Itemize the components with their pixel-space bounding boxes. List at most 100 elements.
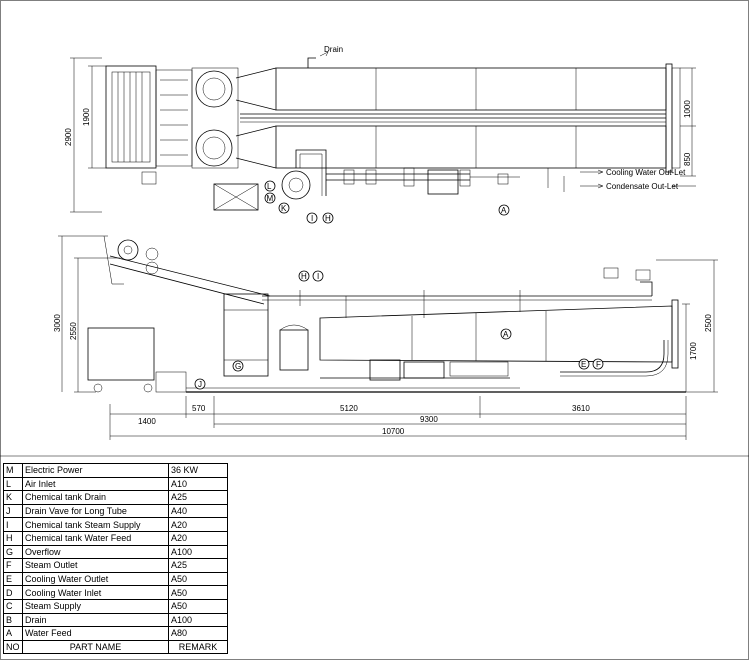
part-no: F [3, 558, 23, 573]
svg-text:A: A [503, 330, 509, 339]
svg-text:H: H [301, 272, 307, 281]
part-name: Drain Vave for Long Tube [22, 503, 169, 519]
part-no: D [3, 585, 23, 600]
elev-dim-left-inner: 2550 [69, 322, 78, 340]
elev-callout-f: F [592, 358, 604, 370]
part-name: Water Feed [22, 626, 169, 641]
part-name: Overflow [22, 544, 169, 560]
part-no: I [3, 517, 23, 532]
plan-dim-overall-height: 2900 [64, 128, 73, 146]
part-name: Electric Power [22, 463, 169, 478]
svg-text:L: L [267, 182, 272, 191]
part-remark: A10 [168, 476, 228, 492]
svg-text:I: I [311, 214, 313, 223]
elev-dim-overall: 10700 [382, 427, 405, 436]
part-remark: A25 [168, 490, 228, 505]
part-remark: A25 [168, 558, 228, 573]
svg-text:K: K [281, 204, 287, 213]
plan-feeder-frame [105, 65, 157, 169]
part-remark: 36 KW [168, 463, 228, 478]
svg-text:H: H [325, 214, 331, 223]
plan-condensate-outlet-label: Condensate Out-Let [606, 182, 679, 191]
plan-cooling-water-outlet-label: Cooling Water Out-Let [606, 168, 686, 177]
plan-callout-h: H [322, 212, 334, 224]
part-no: M [3, 463, 23, 478]
plan-vessel-upper [195, 70, 233, 108]
elev-dim-9300: 9300 [420, 415, 438, 424]
elev-dim-left-height: 3000 [53, 314, 62, 332]
svg-text:J: J [198, 380, 202, 389]
elev-dim-1400: 1400 [138, 417, 156, 426]
part-name: Cooling Water Outlet [22, 571, 169, 587]
svg-text:E: E [581, 360, 586, 369]
part-name: Steam Outlet [22, 558, 169, 573]
elev-callout-j: J [194, 378, 206, 390]
plan-callout-l: L [264, 180, 276, 192]
elev-dim-3610: 3610 [572, 404, 590, 413]
part-name: Steam Supply [22, 598, 169, 614]
elevation-vessel [223, 293, 269, 377]
header-no: NO [3, 639, 23, 655]
part-no: B [3, 612, 23, 628]
elev-dim-570: 570 [192, 404, 206, 413]
part-no: A [3, 626, 23, 641]
plan-dim-inner-height: 1900 [82, 108, 91, 126]
plan-dim-right-upper: 1000 [683, 100, 692, 118]
svg-text:I: I [317, 272, 319, 281]
part-name: Air Inlet [22, 476, 169, 492]
part-no: E [3, 571, 23, 587]
elev-dim-5120: 5120 [340, 404, 358, 413]
electric-panel [213, 183, 259, 211]
part-name: Chemical tank Steam Supply [22, 517, 169, 532]
elev-dim-right-inner: 1700 [689, 342, 698, 360]
svg-text:A: A [501, 206, 507, 215]
svg-text:M: M [267, 194, 274, 203]
part-remark: A20 [168, 530, 228, 546]
elevation-electric-panel [87, 327, 155, 381]
part-remark: A50 [168, 585, 228, 600]
part-no: L [3, 476, 23, 492]
elevation-pump-motor [369, 359, 401, 381]
part-remark: A40 [168, 503, 228, 519]
elevation-long-tube [319, 305, 673, 363]
part-remark: A50 [168, 598, 228, 614]
plan-callout-a: A [498, 204, 510, 216]
part-remark: A80 [168, 626, 228, 641]
part-remark: A100 [168, 544, 228, 560]
plan-lower-tube [275, 125, 667, 169]
part-remark: A20 [168, 517, 228, 532]
plan-drain-label: Drain [324, 45, 343, 54]
part-name: Drain [22, 612, 169, 628]
header-part-name: PART NAME [22, 639, 169, 655]
elev-callout-i: I [312, 270, 324, 282]
header-remark: REMARK [168, 639, 228, 655]
part-no: G [3, 544, 23, 560]
elev-dim-right-height: 2500 [704, 314, 713, 332]
part-no: C [3, 598, 23, 614]
elev-callout-h: H [298, 270, 310, 282]
part-no: H [3, 530, 23, 546]
svg-text:G: G [235, 362, 241, 371]
elevation-chemical-tank [279, 329, 309, 371]
part-name: Chemical tank Drain [22, 490, 169, 505]
plan-vessel-lower [195, 129, 233, 167]
plan-view [70, 51, 696, 213]
elev-callout-e: E [578, 358, 590, 370]
part-remark: A100 [168, 612, 228, 628]
plan-callout-k: K [278, 202, 290, 214]
plan-end-flange [665, 63, 673, 173]
